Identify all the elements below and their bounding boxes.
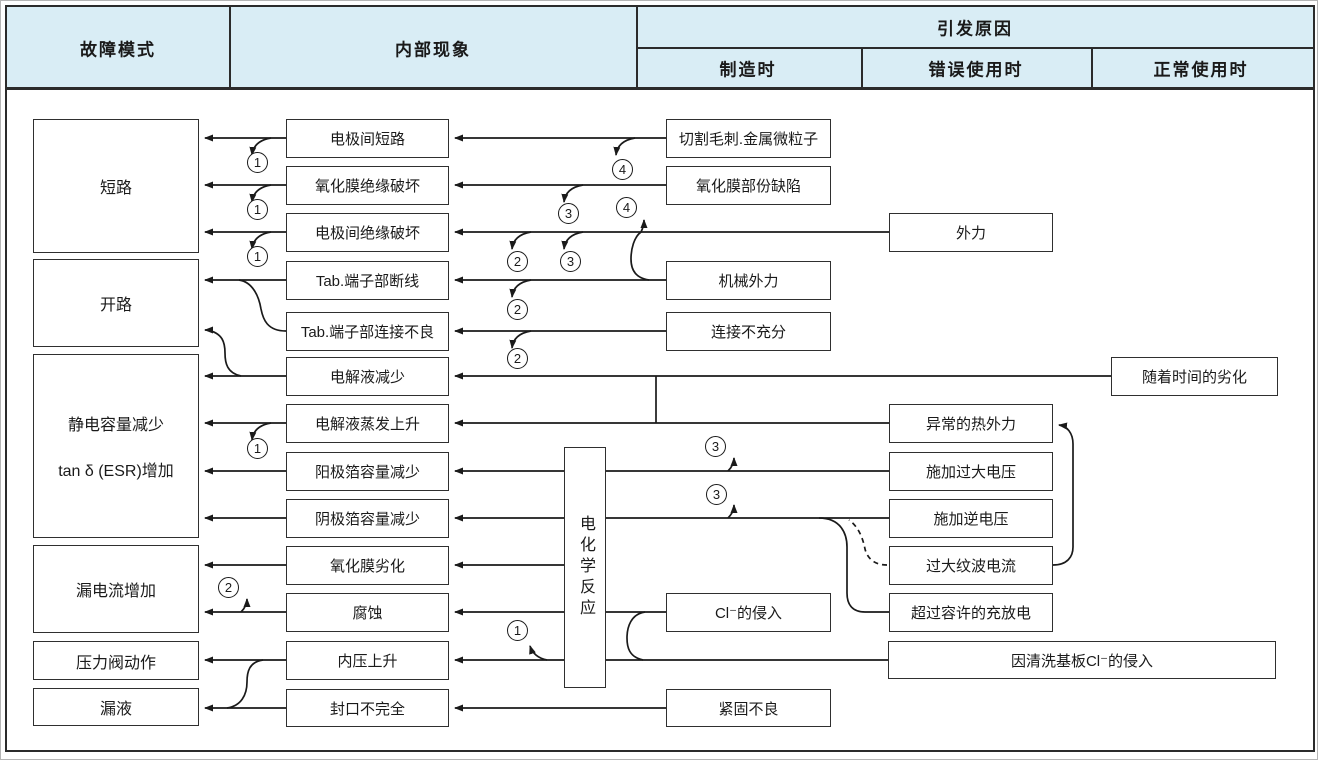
node-loose-fastening: 紧固不良 <box>666 689 831 727</box>
col-manufacturing: 制造时 <box>719 60 777 80</box>
badge-3: 3 <box>558 203 579 224</box>
node-reverse-voltage: 施加逆电压 <box>889 499 1053 538</box>
node-short-circuit: 短路 <box>33 119 199 253</box>
badge-1: 1 <box>247 152 268 173</box>
badge-1: 1 <box>247 438 268 459</box>
node-insufficient-connection: 连接不充分 <box>666 312 831 351</box>
badge-2: 2 <box>507 348 528 369</box>
badge-2: 2 <box>507 299 528 320</box>
node-external-force: 外力 <box>889 213 1053 252</box>
node-over-charge-discharge: 超过容许的充放电 <box>889 593 1053 632</box>
capacitance-label-2: tan δ (ESR)增加 <box>58 463 174 480</box>
col-normal-use: 正常使用时 <box>1153 60 1249 80</box>
node-excessive-voltage: 施加过大电压 <box>889 452 1053 491</box>
node-excessive-ripple-current: 过大纹波电流 <box>889 546 1053 585</box>
node-cl-invasion: Cl⁻的侵入 <box>666 593 831 632</box>
node-corrosion: 腐蚀 <box>286 593 449 632</box>
capacitance-label-1: 静电容量减少 <box>67 417 164 434</box>
col-misuse: 错误使用时 <box>928 60 1024 80</box>
node-oxide-insulation-break: 氧化膜绝缘破坏 <box>286 166 449 205</box>
node-tab-bad-connection: Tab.端子部连接不良 <box>286 312 449 351</box>
badge-4: 4 <box>616 197 637 218</box>
col-failure-mode: 故障模式 <box>80 40 156 60</box>
node-tab-wire-break: Tab.端子部断线 <box>286 261 449 300</box>
divider <box>636 47 1313 49</box>
badge-3: 3 <box>706 484 727 505</box>
divider <box>861 47 863 87</box>
col-trigger-cause: 引发原因 <box>937 19 1013 39</box>
node-oxide-partial-defect: 氧化膜部份缺陷 <box>666 166 831 205</box>
node-open-circuit: 开路 <box>33 259 199 347</box>
badge-2: 2 <box>507 251 528 272</box>
node-mechanical-force: 机械外力 <box>666 261 831 300</box>
node-electrochemical-reaction: 电化学反应 <box>564 447 606 688</box>
badge-4: 4 <box>612 159 633 180</box>
node-electrode-short: 电极间短路 <box>286 119 449 158</box>
badge-3: 3 <box>705 436 726 457</box>
col-internal-phenomenon: 内部现象 <box>395 40 471 60</box>
node-leakage-current: 漏电流增加 <box>33 545 199 633</box>
node-abnormal-thermal-force: 异常的热外力 <box>889 404 1053 443</box>
node-anode-foil-decrease: 阳极箔容量减少 <box>286 452 449 491</box>
node-oxide-degradation: 氧化膜劣化 <box>286 546 449 585</box>
node-electrolyte-decrease: 电解液减少 <box>286 357 449 396</box>
badge-1: 1 <box>507 620 528 641</box>
node-cathode-foil-decrease: 阴极箔容量减少 <box>286 499 449 538</box>
divider <box>1091 47 1093 87</box>
header-table: 故障模式 内部现象 引发原因 制造时 错误使用时 正常使用时 <box>5 5 1315 89</box>
node-internal-pressure-rise: 内压上升 <box>286 641 449 680</box>
badge-3: 3 <box>560 251 581 272</box>
node-liquid-leak: 漏液 <box>33 688 199 726</box>
badge-1: 1 <box>247 199 268 220</box>
divider <box>229 7 231 87</box>
node-incomplete-seal: 封口不完全 <box>286 689 449 727</box>
badge-2: 2 <box>218 577 239 598</box>
badge-1: 1 <box>247 246 268 267</box>
node-pressure-valve: 压力阀动作 <box>33 641 199 680</box>
node-cutting-burr-particles: 切割毛刺.金属微粒子 <box>666 119 831 158</box>
node-aging-over-time: 随着时间的劣化 <box>1111 357 1278 396</box>
node-board-cleaning-cl-invasion: 因清洗基板Cl⁻的侵入 <box>888 641 1276 679</box>
node-capacitance-decrease: 静电容量减少 tan δ (ESR)增加 <box>33 354 199 538</box>
node-electrode-insulation-break: 电极间绝缘破坏 <box>286 213 449 252</box>
node-electrolyte-evaporation: 电解液蒸发上升 <box>286 404 449 443</box>
